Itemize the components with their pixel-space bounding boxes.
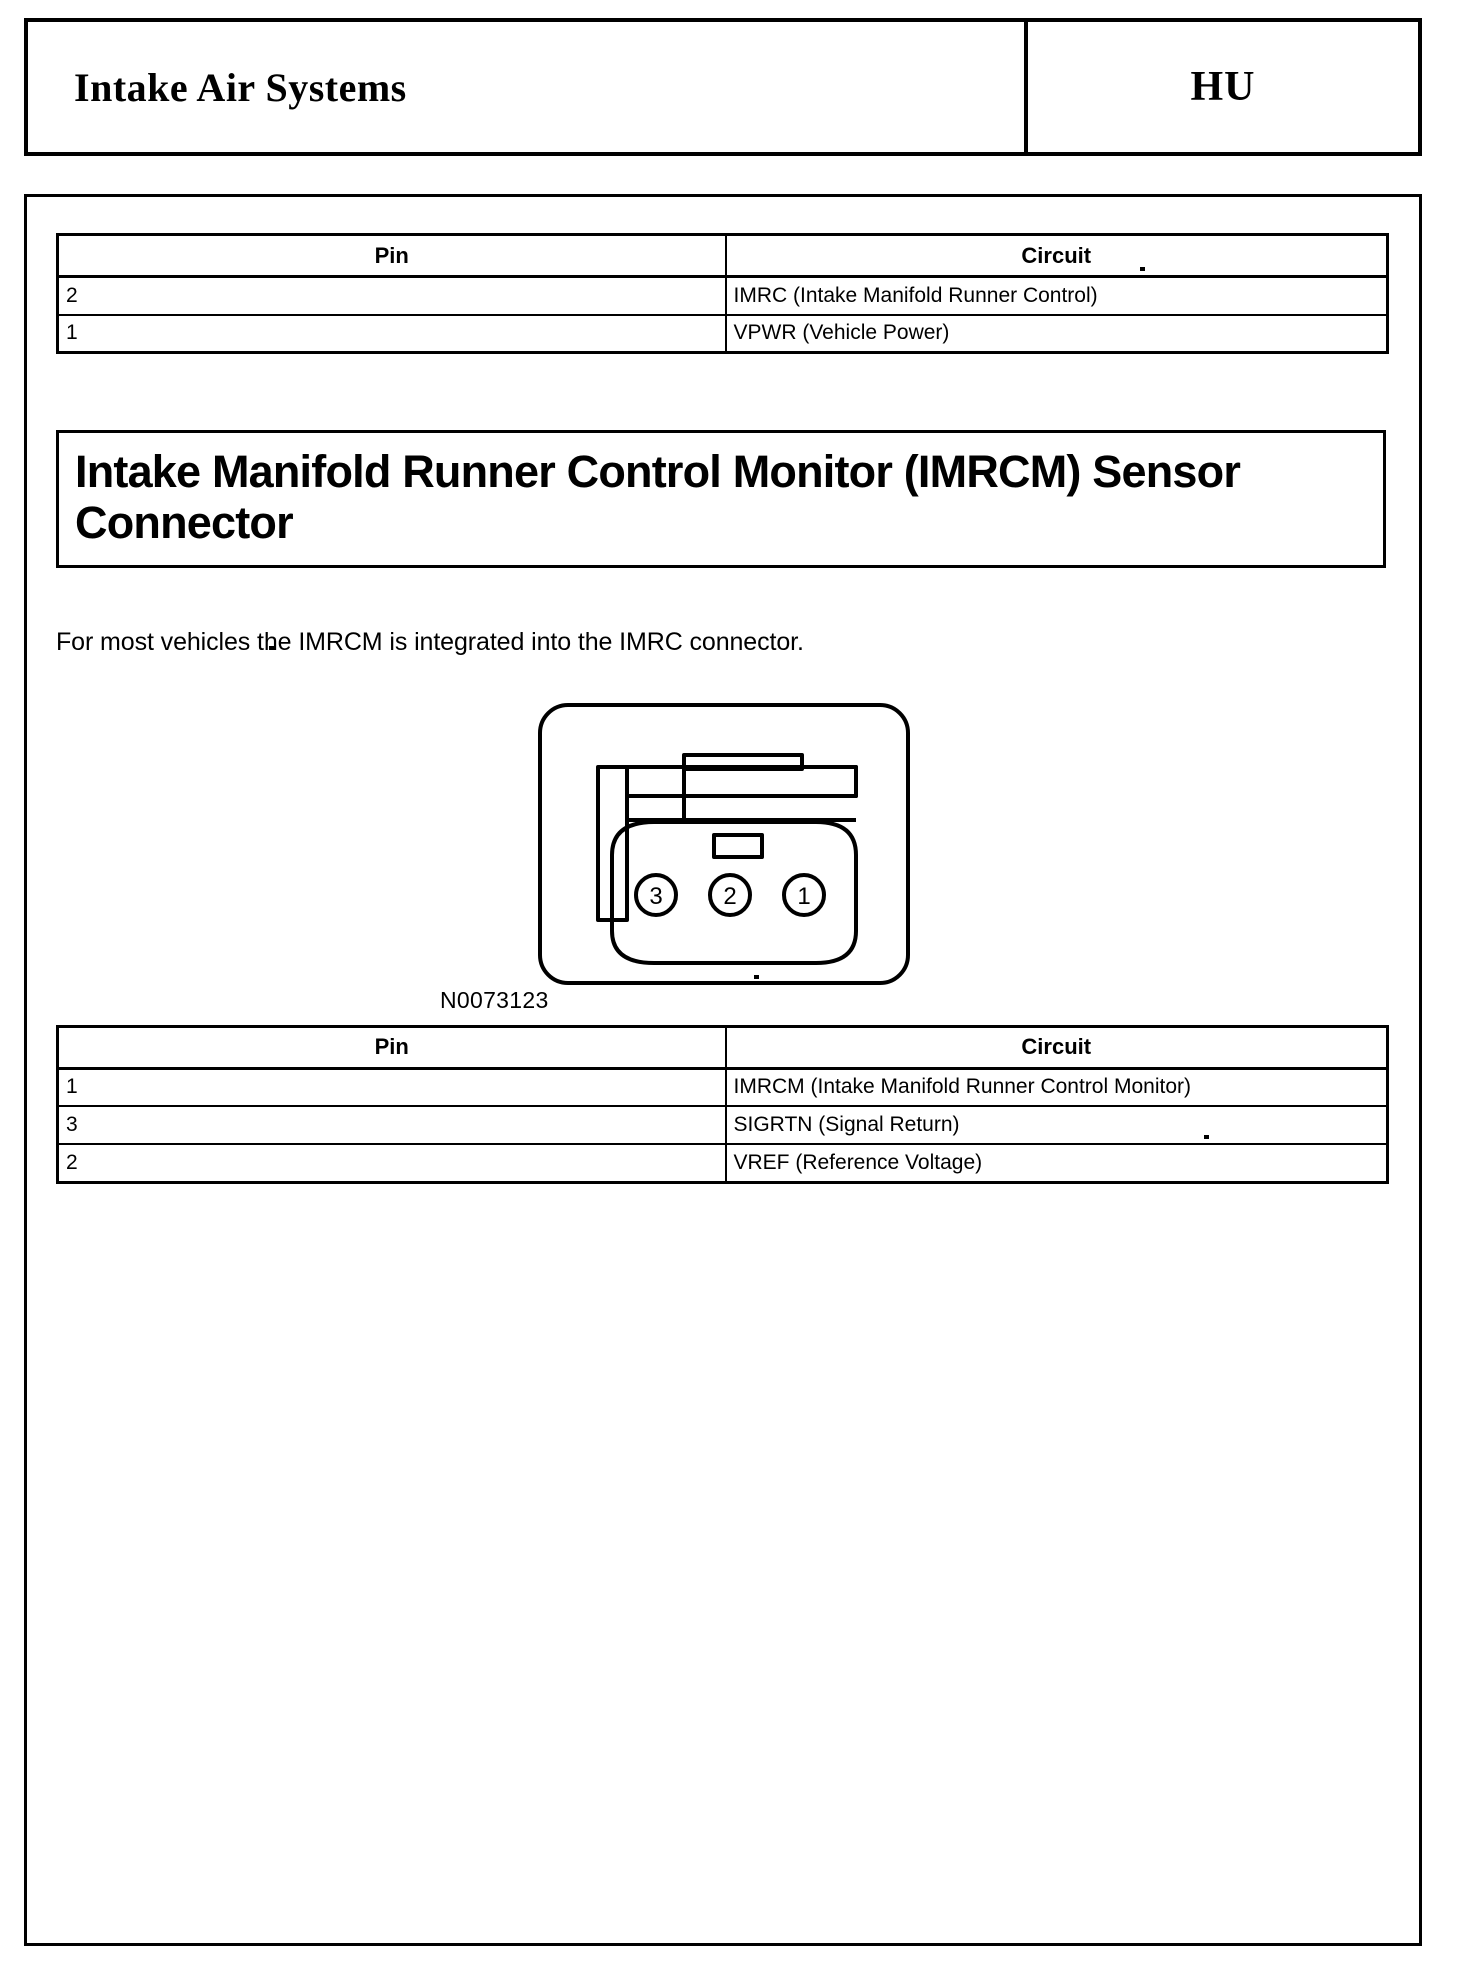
cell-circuit: IMRCM (Intake Manifold Runner Control Mo… bbox=[724, 1067, 1389, 1108]
page-header: Intake Air Systems HU bbox=[24, 18, 1422, 156]
section-note: For most vehicles the IMRCM is integrate… bbox=[56, 627, 804, 656]
table-row: 3 SIGRTN (Signal Return) bbox=[56, 1105, 1389, 1146]
table-row: 1 IMRCM (Intake Manifold Runner Control … bbox=[56, 1067, 1389, 1108]
table-header-row: Pin Circuit bbox=[56, 1025, 1389, 1070]
cell-circuit: VPWR (Vehicle Power) bbox=[724, 313, 1389, 354]
section-heading-box: Intake Manifold Runner Control Monitor (… bbox=[56, 430, 1386, 568]
cell-pin: 3 bbox=[56, 1105, 727, 1146]
table-header-row: Pin Circuit bbox=[56, 233, 1389, 278]
content-frame: Pin Circuit 2 IMRC (Intake Manifold Runn… bbox=[24, 194, 1422, 1946]
column-header-pin: Pin bbox=[56, 233, 727, 278]
section-heading-text: Intake Manifold Runner Control Monitor (… bbox=[75, 446, 1241, 548]
cell-pin: 2 bbox=[56, 1143, 727, 1184]
cell-circuit: SIGRTN (Signal Return) bbox=[724, 1105, 1389, 1146]
table-row: 2 IMRC (Intake Manifold Runner Control) bbox=[56, 275, 1389, 316]
pin-label-2: 2 bbox=[723, 883, 736, 910]
table-row: 1 VPWR (Vehicle Power) bbox=[56, 313, 1389, 354]
imrc-pin-table: Pin Circuit 2 IMRC (Intake Manifold Runn… bbox=[56, 233, 1389, 354]
page-title: Intake Air Systems bbox=[74, 64, 407, 110]
header-code-cell: HU bbox=[1028, 22, 1418, 152]
table-row: 2 VREF (Reference Voltage) bbox=[56, 1143, 1389, 1184]
column-header-circuit: Circuit bbox=[724, 233, 1389, 278]
section-code: HU bbox=[1190, 64, 1256, 110]
cell-circuit: IMRC (Intake Manifold Runner Control) bbox=[724, 275, 1389, 316]
scan-speckle bbox=[269, 646, 274, 650]
column-header-pin: Pin bbox=[56, 1025, 727, 1070]
cell-circuit: VREF (Reference Voltage) bbox=[724, 1143, 1389, 1184]
cell-pin: 2 bbox=[56, 275, 727, 316]
scan-speckle bbox=[754, 975, 759, 979]
connector-figure: 3 2 1 N0073123 bbox=[56, 695, 1386, 1025]
figure-part-number: N0073123 bbox=[440, 986, 549, 1013]
header-title-cell: Intake Air Systems bbox=[28, 22, 1028, 152]
connector-diagram-icon: 3 2 1 bbox=[538, 702, 910, 985]
cell-pin: 1 bbox=[56, 1067, 727, 1108]
imrcm-pin-table: Pin Circuit 1 IMRCM (Intake Manifold Run… bbox=[56, 1024, 1389, 1184]
pin-label-1: 1 bbox=[797, 883, 810, 910]
column-header-circuit: Circuit bbox=[724, 1025, 1389, 1070]
cell-pin: 1 bbox=[56, 313, 727, 354]
pin-label-3: 3 bbox=[649, 883, 662, 910]
